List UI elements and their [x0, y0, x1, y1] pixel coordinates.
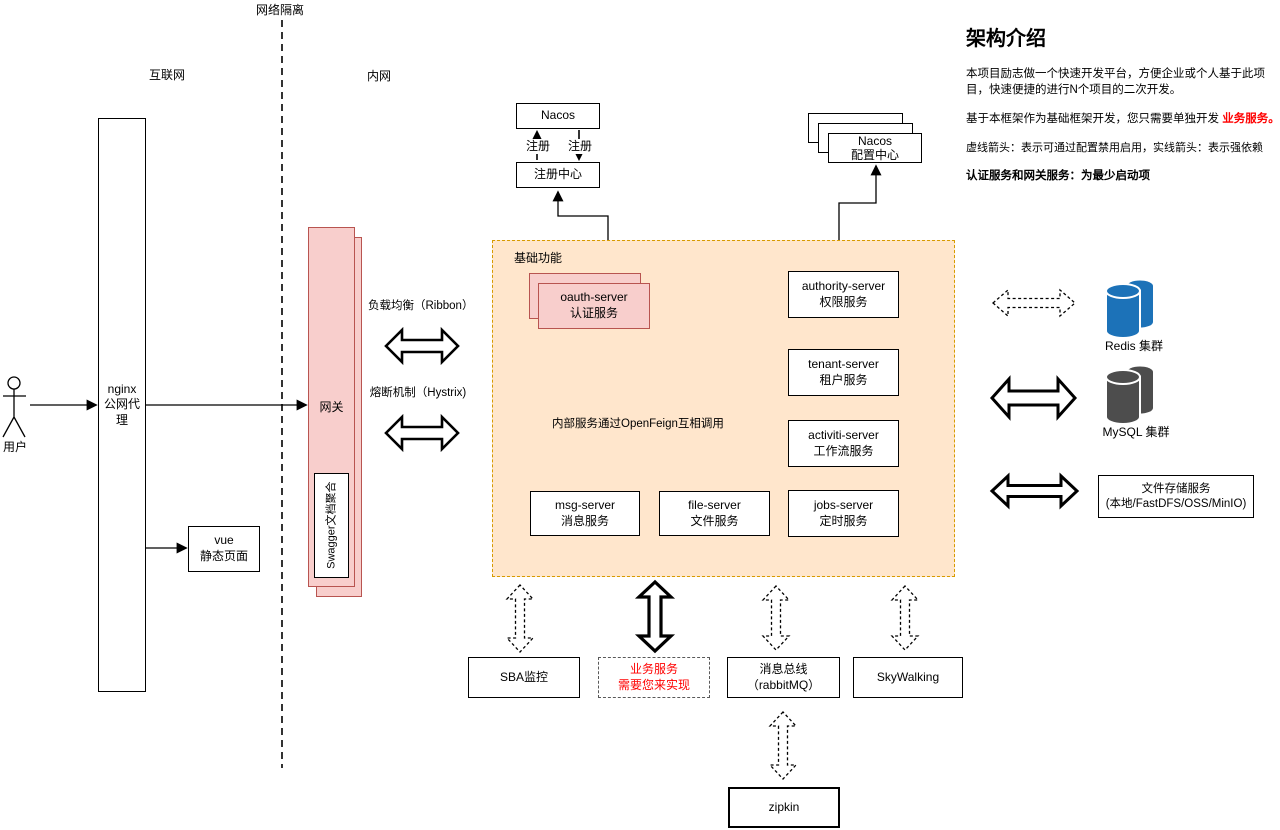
- zone-label-internet: 互联网: [149, 68, 186, 82]
- zone-label-isolation: 网络隔离: [256, 3, 305, 17]
- edge-label-hystrix: 熔断机制（Hystrix): [369, 387, 467, 399]
- intro-paragraph-4: 认证服务和网关服务：为最少启动项: [966, 169, 1150, 182]
- node-vue: vue 静态页面: [188, 526, 260, 572]
- node-file: file-server 文件服务: [659, 491, 770, 536]
- node-activiti: activiti-server 工作流服务: [788, 420, 899, 467]
- node-nacos: Nacos: [516, 103, 600, 129]
- intro-p2-highlight: 业务服务。: [1222, 112, 1280, 125]
- edge-label-register-down: 注册: [567, 139, 593, 154]
- node-authority: authority-server 权限服务: [788, 271, 899, 318]
- node-swagger: Swagger文档聚合: [314, 473, 349, 578]
- mysql-label: MySQL 集群: [1102, 425, 1170, 439]
- edge-label-openfeign: 内部服务通过OpenFeign互相调用: [552, 418, 724, 430]
- swagger-label: Swagger文档聚合: [325, 481, 338, 570]
- node-bus: 消息总线 （rabbitMQ）: [727, 657, 840, 698]
- double-arrow-zipkin-dashed: [768, 711, 798, 780]
- zone-label-intranet: 内网: [367, 69, 392, 83]
- double-arrow-ribbon: [384, 326, 460, 366]
- node-registry: 注册中心: [516, 162, 600, 188]
- edge-base-to-registry: [552, 190, 609, 240]
- zone-label-base-group: 基础功能: [514, 251, 563, 265]
- edge-label-register-up: 注册: [525, 139, 551, 154]
- intro-title: 架构介绍: [966, 28, 1046, 50]
- double-arrow-business: [634, 579, 676, 654]
- node-skywalking: SkyWalking: [853, 657, 963, 698]
- node-nginx: nginx 公网代理: [98, 118, 146, 692]
- double-arrow-bus-dashed: [761, 585, 791, 651]
- intro-paragraph-3: 虚线箭头：表示可通过配置禁用启用，实线箭头：表示强依赖: [966, 141, 1263, 154]
- user-actor-icon: [2, 376, 26, 438]
- node-zipkin: zipkin: [728, 787, 840, 828]
- user-actor-label: 用户: [2, 440, 27, 454]
- node-nacos-config: Nacos 配置中心: [828, 133, 922, 163]
- intro-section: 架构介绍 本项目励志做一个快速开发平台，方便企业或个人基于此项目，快速便捷的进行…: [966, 22, 1280, 198]
- double-arrow-sba-dashed: [505, 584, 535, 653]
- node-storage: 文件存储服务 (本地/FastDFS/OSS/MinIO): [1098, 475, 1254, 518]
- edge-base-to-config: [838, 164, 882, 240]
- double-arrow-storage: [989, 472, 1080, 510]
- intro-p2-text: 基于本框架作为基础框架开发，您只需要单独开发: [966, 112, 1223, 125]
- double-arrow-hystrix: [384, 413, 460, 453]
- double-arrow-skywalking-dashed: [890, 585, 920, 651]
- mysql-cluster-icon: [1105, 366, 1153, 425]
- node-oauth: oauth-server 认证服务: [538, 283, 650, 329]
- node-business: 业务服务 需要您来实现: [598, 657, 710, 698]
- node-msg: msg-server 消息服务: [530, 491, 640, 536]
- node-jobs: jobs-server 定时服务: [788, 490, 899, 537]
- node-tenant: tenant-server 租户服务: [788, 349, 899, 396]
- node-sba: SBA监控: [468, 657, 580, 698]
- double-arrow-mysql: [989, 375, 1078, 421]
- edge-label-ribbon: 负载均衡（Ribbon）: [368, 300, 474, 312]
- intro-paragraph-1: 本项目励志做一个快速开发平台，方便企业或个人基于此项目，快速便捷的进行N个项目的…: [966, 68, 1265, 96]
- intro-paragraph-2: 基于本框架作为基础框架开发，您只需要单独开发 业务服务。: [966, 112, 1280, 128]
- gateway-label: 网关: [319, 400, 344, 414]
- redis-label: Redis 集群: [1104, 339, 1163, 353]
- double-arrow-redis-dashed: [992, 288, 1076, 318]
- redis-cluster-icon: [1105, 280, 1153, 339]
